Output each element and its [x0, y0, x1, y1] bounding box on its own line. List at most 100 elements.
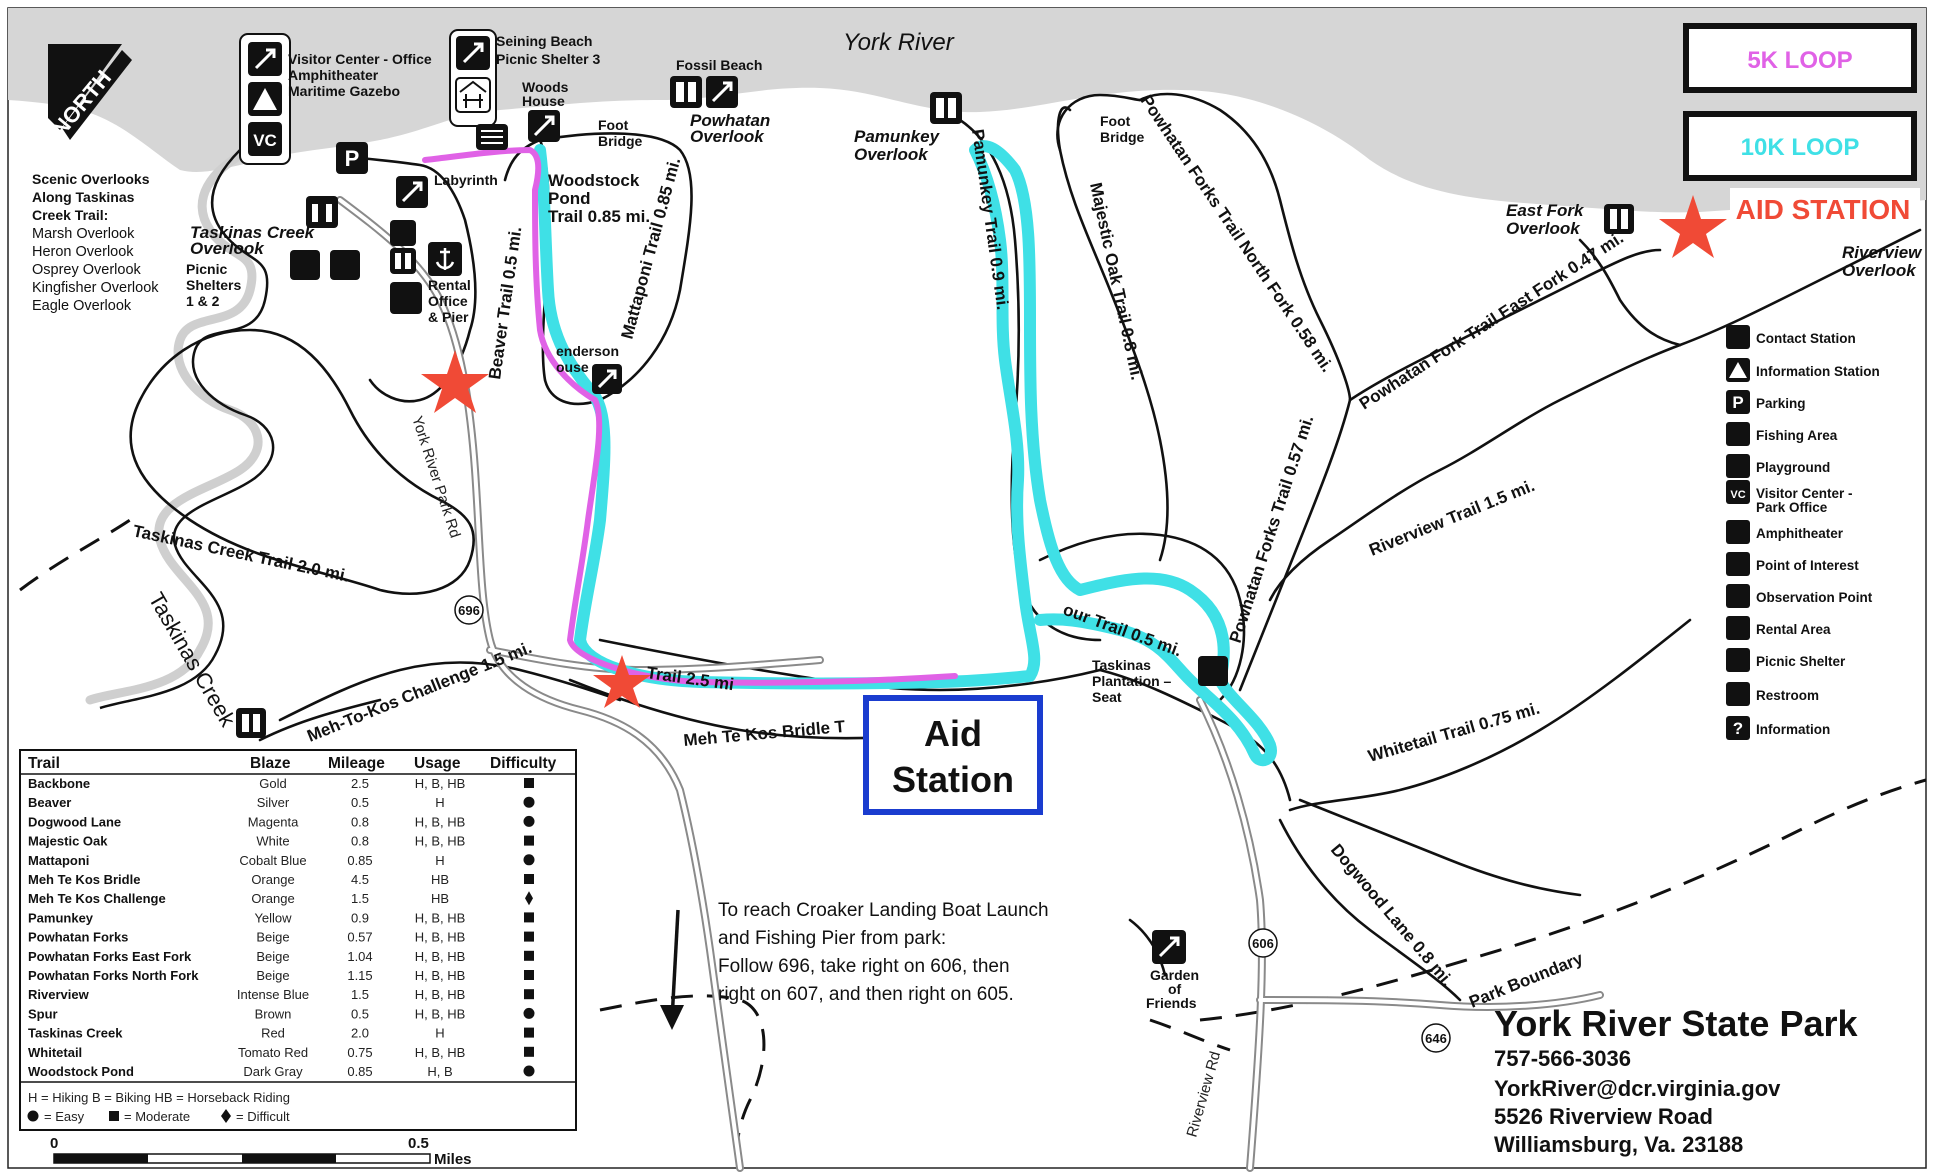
vc-icon-text: VC	[253, 131, 277, 150]
directions-block: To reach Croaker Landing Boat Launch and…	[718, 900, 1049, 1005]
york-river-label: York River	[843, 29, 955, 56]
directions-line-4: right on 607, and then right on 605.	[718, 984, 1014, 1005]
moderate-difficulty-icon	[524, 950, 534, 961]
table-cell-trail: Powhatan Forks North Fork	[28, 968, 199, 983]
legend-label: Picnic Shelter	[1756, 654, 1846, 669]
label-riverview-overlook-2: Overlook	[1842, 261, 1917, 280]
label-east-fork-1: East Fork	[1506, 201, 1585, 220]
restroom-icon	[1726, 682, 1750, 706]
table-cell-usage: H, B, HB	[415, 814, 466, 829]
point-of-interest-icon	[1726, 552, 1750, 576]
label-east-fork-2: Overlook	[1506, 219, 1581, 238]
point-of-interest-icon	[1198, 656, 1228, 686]
table-header-blaze: Blaze	[250, 755, 291, 772]
table-cell-blaze: Red	[261, 1026, 285, 1041]
label-scenic-list-4: Kingfisher Overlook	[32, 280, 159, 296]
table-cell-usage: H	[435, 853, 444, 868]
label-seining-beach: Seining Beach	[496, 33, 592, 49]
legend-label: Rental Area	[1756, 622, 1831, 637]
legend-label: Restroom	[1756, 688, 1819, 703]
table-cell-trail: Majestic Oak	[28, 834, 108, 849]
visitor-center-icon	[1726, 480, 1750, 504]
label-rental-3: & Pier	[428, 309, 469, 325]
table-cell-usage: H, B, HB	[415, 987, 466, 1002]
easy-difficulty-icon	[523, 854, 535, 866]
legend-label: Information	[1756, 722, 1830, 737]
directions-arrowhead-icon	[660, 1005, 684, 1030]
aid-star-icon	[421, 350, 489, 413]
moderate-difficulty-icon	[524, 778, 534, 788]
table-cell-blaze: Orange	[251, 872, 294, 887]
information-icon-text: ?	[1733, 719, 1743, 738]
table-cell-usage: H, B, HB	[415, 1045, 466, 1060]
table-cell-mileage: 0.85	[347, 853, 372, 868]
label-woodstock-1: Woodstock	[548, 171, 640, 190]
easy-difficulty-icon	[523, 1007, 535, 1019]
label-powhatan-overlook-1: Powhatan	[690, 111, 770, 130]
table-cell-blaze: Gold	[259, 776, 286, 791]
label-garden-2: of	[1168, 981, 1182, 997]
ten-k-loop-box	[1683, 111, 1917, 181]
moderate-difficulty-icon	[524, 931, 534, 942]
label-amphitheater: Amphitheater	[288, 67, 379, 83]
moderate-difficulty-icon	[524, 1046, 534, 1057]
table-cell-trail: Backbone	[28, 776, 90, 791]
observation-point-icon	[1604, 204, 1634, 234]
label-taskinas-overlook-1: Taskinas Creek	[190, 223, 316, 242]
facility-icons: VC P	[236, 29, 1634, 964]
aid-star-icon	[593, 655, 651, 708]
observation-point-icon	[670, 76, 702, 108]
legend-label: Visitor Center -	[1756, 486, 1853, 501]
table-cell-blaze: Brown	[255, 1006, 292, 1021]
label-picnic-3: 1 & 2	[186, 293, 220, 309]
table-cell-trail: Meh Te Kos Bridle	[28, 872, 140, 887]
label-picnic-shelter-3: Picnic Shelter 3	[496, 51, 600, 67]
label-pamunkey-overlook-1: Pamunkey	[854, 127, 941, 146]
table-key-moderate: = Moderate	[124, 1109, 190, 1124]
park-info: York River State Park 757-566-3036 YorkR…	[1494, 1003, 1858, 1157]
legend-label: Information Station	[1756, 364, 1880, 379]
park-city: Williamsburg, Va. 23188	[1494, 1132, 1743, 1157]
label-plantation-1: Taskinas	[1092, 657, 1151, 673]
picnic-shelter-icon	[290, 250, 320, 280]
directions-arrow-icon	[670, 909, 680, 1021]
label-scenic-list-1: Marsh Overlook	[32, 226, 135, 242]
table-cell-mileage: 0.75	[347, 1045, 372, 1060]
label-fossil-beach: Fossil Beach	[676, 57, 762, 73]
table-cell-trail: Pamunkey	[28, 910, 94, 925]
table-key-difficult: = Difficult	[236, 1109, 290, 1124]
table-cell-usage: H, B, HB	[415, 949, 466, 964]
table-cell-blaze: Yellow	[254, 910, 292, 925]
label-scenic-1: Scenic Overlooks	[32, 171, 150, 187]
table-cell-usage: H, B, HB	[415, 968, 466, 983]
table-cell-usage: H, B, HB	[415, 930, 466, 945]
table-cell-trail: Beaver	[28, 795, 71, 810]
label-picnic-1: Picnic	[186, 261, 227, 277]
table-cell-trail: Dogwood Lane	[28, 814, 121, 829]
parking-icon-text: P	[1732, 393, 1743, 412]
difficult-difficulty-icon	[525, 891, 533, 906]
table-header-trail: Trail	[28, 755, 60, 772]
moderate-difficulty-icon	[524, 1027, 534, 1038]
table-cell-blaze: Intense Blue	[237, 987, 309, 1002]
playground-icon	[330, 250, 360, 280]
route-606-label: 606	[1252, 936, 1274, 951]
label-scenic-list-5: Eagle Overlook	[32, 298, 132, 314]
difficult-key-icon	[221, 1109, 231, 1123]
easy-difficulty-icon	[523, 1065, 535, 1077]
table-key-line1: H = Hiking B = Biking HB = Horseback Rid…	[28, 1090, 290, 1105]
label-foot-bridge-3: Foot	[1100, 113, 1131, 129]
park-phone: 757-566-3036	[1494, 1046, 1631, 1071]
label-rental-1: Rental	[428, 277, 471, 293]
table-cell-blaze: Dark Gray	[243, 1064, 303, 1079]
label-picnic-2: Shelters	[186, 277, 241, 293]
label-plantation-2: Plantation –	[1092, 673, 1172, 689]
legend-label: Amphitheater	[1756, 526, 1844, 541]
table-key-easy: = Easy	[44, 1109, 85, 1124]
table-cell-blaze: Beige	[256, 968, 289, 983]
table-cell-mileage: 2.5	[351, 776, 369, 791]
scale-unit: Miles	[434, 1151, 472, 1168]
table-cell-trail: Powhatan Forks East Fork	[28, 949, 192, 964]
